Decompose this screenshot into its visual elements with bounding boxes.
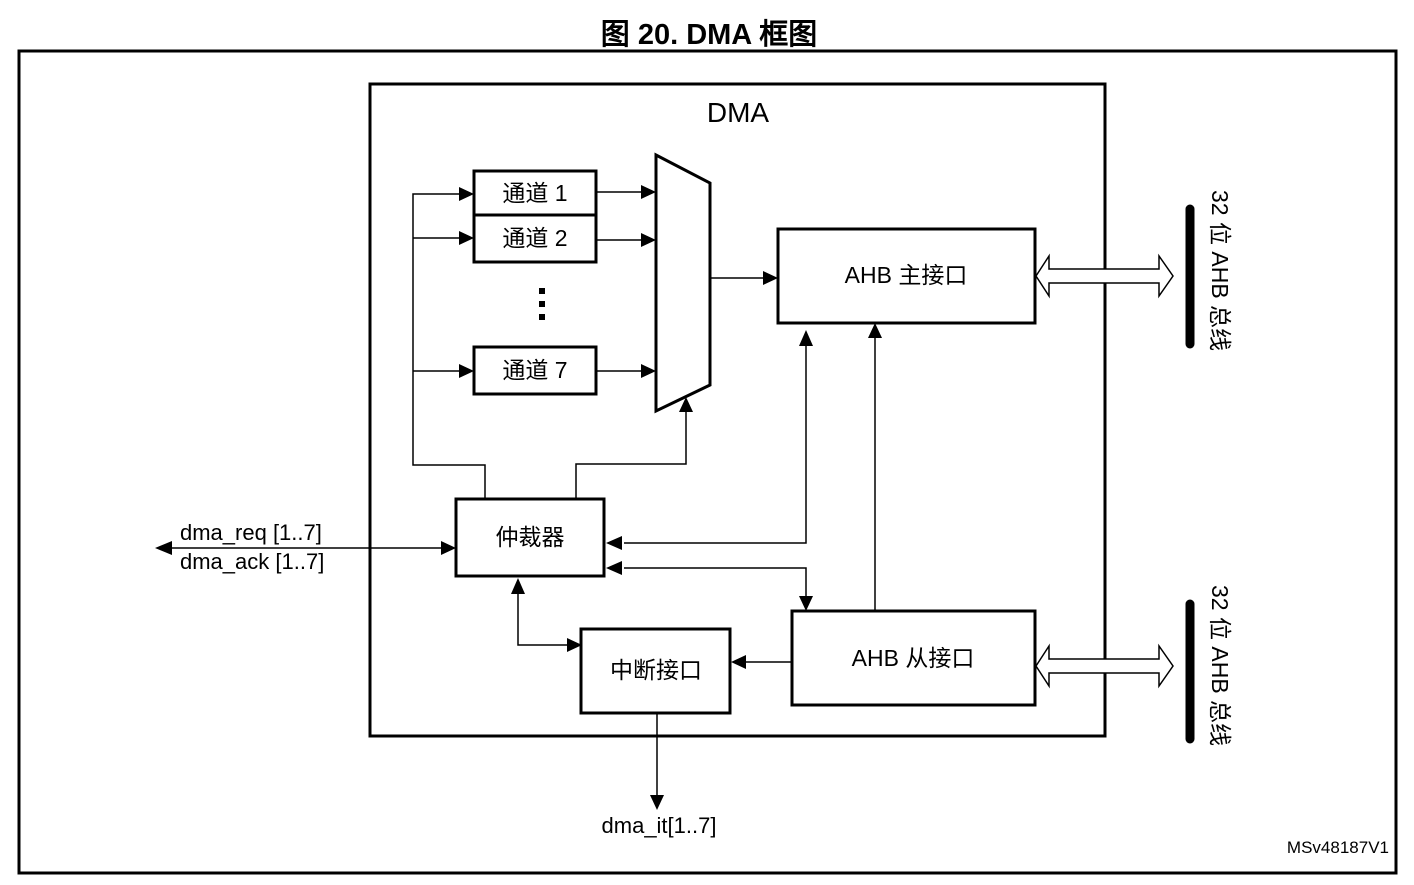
dma-block-border bbox=[368, 82, 1107, 738]
channel-1: 通道 1 bbox=[472, 169, 598, 217]
arbiter-to-channels-wire bbox=[412, 193, 486, 498]
channel-ellipsis bbox=[539, 288, 545, 320]
ahb-master-box bbox=[776, 227, 1037, 325]
ellipsis-dot bbox=[539, 301, 545, 307]
ellipsis-dot bbox=[539, 314, 545, 320]
interrupt-interface: 中断接口 bbox=[579, 627, 732, 715]
arrow-right-icon bbox=[641, 185, 656, 199]
arrow-up-icon bbox=[799, 330, 813, 346]
channel-2-box bbox=[472, 213, 598, 264]
channel-1-label: 通道 1 bbox=[502, 180, 567, 206]
arrow-right-icon bbox=[763, 271, 778, 285]
arrow-right-icon bbox=[641, 364, 656, 378]
arbiter-ahb-slave-wire bbox=[624, 567, 807, 596]
channel-2-label: 通道 2 bbox=[502, 225, 567, 251]
arrow-left-icon bbox=[606, 561, 622, 575]
ahb-master-label: AHB 主接口 bbox=[845, 262, 968, 288]
arbiter: 仲裁器 bbox=[454, 497, 606, 578]
arrow-right-icon bbox=[459, 364, 474, 378]
arbiter-box bbox=[454, 497, 606, 578]
arbiter-interrupt-wire bbox=[517, 594, 567, 646]
ellipsis-dot bbox=[539, 288, 545, 294]
arrow-down-icon bbox=[799, 596, 813, 611]
arrow-up-icon bbox=[679, 397, 693, 412]
figure-title: 图 20. DMA 框图 bbox=[601, 18, 817, 51]
ahb-slave-box bbox=[790, 609, 1037, 707]
interrupt-interface-box bbox=[579, 627, 732, 715]
arrow-left-icon bbox=[155, 541, 172, 555]
arrow-right-icon bbox=[641, 233, 656, 247]
arrow-right-icon bbox=[441, 541, 456, 555]
channel-7: 通道 7 bbox=[472, 345, 598, 396]
arbiter-to-mux-select-wire bbox=[575, 412, 687, 498]
arrow-down-icon bbox=[650, 795, 664, 810]
arrow-up-icon bbox=[868, 323, 882, 338]
arbiter-label: 仲裁器 bbox=[496, 524, 565, 550]
arrow-right-icon bbox=[459, 187, 474, 201]
arrow-right-icon bbox=[459, 231, 474, 245]
slave-bus-bidirectional-arrow bbox=[1035, 643, 1174, 689]
multiplexer bbox=[654, 152, 712, 414]
dma-it-label: dma_it[1..7] bbox=[602, 813, 717, 838]
ahb-slave-label: AHB 从接口 bbox=[852, 645, 975, 671]
dma-req-label: dma_req [1..7] bbox=[180, 520, 322, 545]
figure-frame bbox=[17, 49, 1398, 875]
arrow-up-icon bbox=[511, 578, 525, 594]
master-bus-bidirectional-arrow bbox=[1035, 253, 1174, 299]
ahb-slave-interface: AHB 从接口 bbox=[790, 609, 1037, 707]
master-bus-label: 32 位 AHB 总线 bbox=[1207, 190, 1233, 351]
dma-block-label: DMA bbox=[707, 97, 770, 128]
arrow-left-icon bbox=[731, 655, 746, 669]
channel-2: 通道 2 bbox=[472, 213, 598, 264]
slave-bus-label: 32 位 AHB 总线 bbox=[1207, 585, 1233, 746]
arrow-left-icon bbox=[606, 536, 622, 550]
arrow-right-icon bbox=[567, 638, 582, 652]
figure-id-code: MSv48187V1 bbox=[1287, 838, 1389, 857]
channel-7-label: 通道 7 bbox=[502, 357, 567, 383]
dma-ack-label: dma_ack [1..7] bbox=[180, 549, 324, 574]
interrupt-interface-label: 中断接口 bbox=[610, 657, 702, 683]
channel-output-wires bbox=[596, 185, 656, 378]
ahb-master-interface: AHB 主接口 bbox=[776, 227, 1037, 325]
arbiter-ahb-master-wire bbox=[624, 346, 807, 544]
channel-request-wires bbox=[412, 187, 486, 498]
